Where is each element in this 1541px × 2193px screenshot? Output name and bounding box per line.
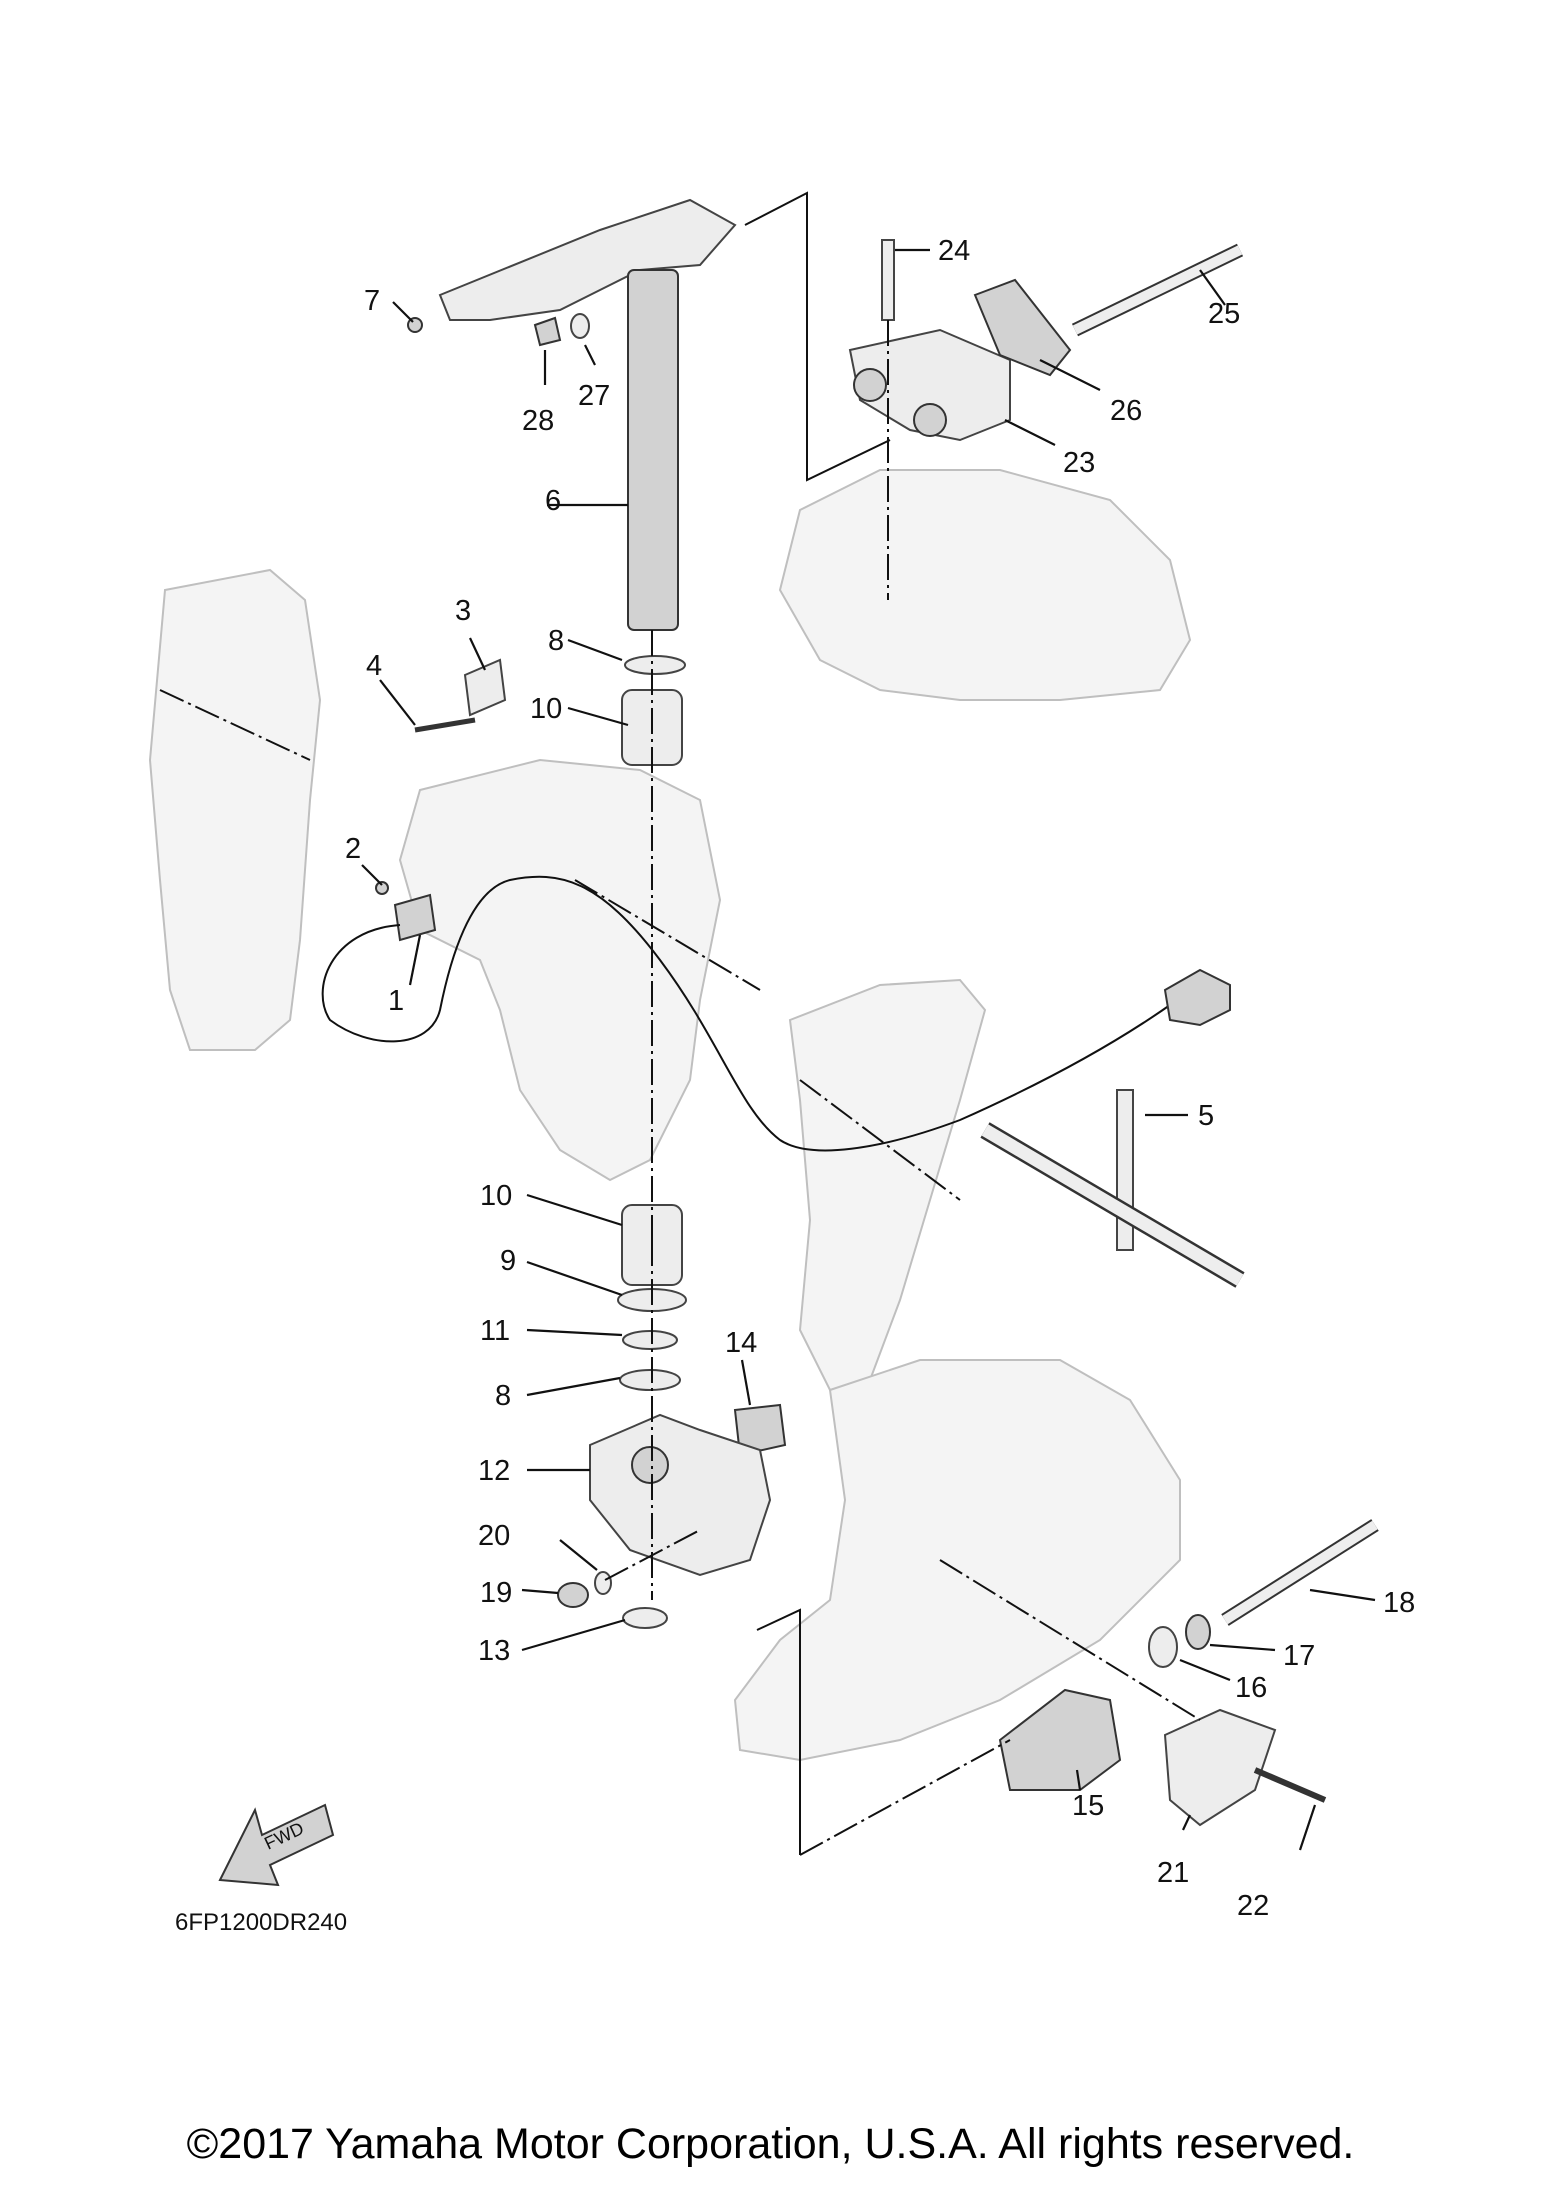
part-20-oring xyxy=(594,1571,612,1595)
callout-17: 17 xyxy=(1283,1640,1315,1672)
part-22-bolt xyxy=(1253,1767,1327,1803)
part-1-switch xyxy=(393,893,437,942)
part-2-screw xyxy=(375,881,389,895)
callout-10-upper: 10 xyxy=(530,693,562,725)
callout-9: 9 xyxy=(500,1245,516,1277)
callout-16: 16 xyxy=(1235,1672,1267,1704)
callout-13: 13 xyxy=(478,1635,510,1667)
part-13-ring xyxy=(622,1607,668,1629)
part-21-cover xyxy=(1163,1708,1277,1827)
callout-20: 20 xyxy=(478,1520,510,1552)
wire-connector xyxy=(1163,968,1231,1027)
callout-4: 4 xyxy=(366,650,382,682)
part-17-washer xyxy=(1185,1614,1211,1650)
steering-arm xyxy=(438,198,737,321)
part-1-wire xyxy=(321,875,1171,1152)
part-24-bolt xyxy=(881,239,895,321)
part-23-bracket xyxy=(848,328,1011,442)
callout-21: 21 xyxy=(1157,1857,1189,1889)
steering-shaft xyxy=(627,269,679,631)
callout-23: 23 xyxy=(1063,447,1095,479)
copyright-notice: ©2017 Yamaha Motor Corporation, U.S.A. A… xyxy=(186,2120,1355,2168)
callout-18: 18 xyxy=(1383,1587,1415,1619)
part-28-cap xyxy=(533,316,562,347)
callout-11: 11 xyxy=(480,1315,510,1347)
parts xyxy=(321,198,1379,1827)
callout-7: 7 xyxy=(364,285,380,317)
chain-lines xyxy=(159,191,1201,1856)
callout-8-upper: 8 xyxy=(548,625,564,657)
part-8-washer-lower xyxy=(619,1369,681,1391)
callout-26: 26 xyxy=(1110,395,1142,427)
callout-3: 3 xyxy=(455,595,471,627)
callout-22: 22 xyxy=(1237,1890,1269,1922)
callout-15: 15 xyxy=(1072,1790,1104,1822)
callout-8-lower: 8 xyxy=(495,1380,511,1412)
callout-10-lower: 10 xyxy=(480,1180,512,1212)
callout-28: 28 xyxy=(522,405,554,437)
callout-12: 12 xyxy=(478,1455,510,1487)
part-3-clip xyxy=(463,658,507,717)
part-26-plate xyxy=(973,278,1072,377)
callout-6: 6 xyxy=(545,485,561,517)
callout-14: 14 xyxy=(725,1327,757,1359)
callout-27: 27 xyxy=(578,380,610,412)
callout-5: 5 xyxy=(1198,1100,1214,1132)
callout-labels: 1 2 3 4 5 6 7 8 8 9 10 10 11 12 13 14 15… xyxy=(345,235,1415,1922)
callout-19: 19 xyxy=(480,1577,512,1609)
part-8-washer-upper xyxy=(624,655,686,675)
part-27-oring xyxy=(570,313,590,339)
leader-lines xyxy=(361,248,1376,1851)
callout-24: 24 xyxy=(938,235,970,267)
callout-2: 2 xyxy=(345,833,361,865)
part-14-block xyxy=(733,1403,787,1457)
diagram-code: 6FP1200DR240 xyxy=(175,1909,347,1936)
part-4-pin xyxy=(414,717,476,733)
callout-1: 1 xyxy=(388,985,404,1017)
part-15-mount xyxy=(998,1688,1122,1791)
part-11-ring xyxy=(622,1330,678,1350)
fwd-arrow: FWD xyxy=(218,1803,335,1887)
part-16-washer xyxy=(1148,1626,1178,1668)
callout-25: 25 xyxy=(1208,298,1240,330)
ghost-housings xyxy=(148,469,1192,1762)
part-19-cap xyxy=(557,1582,589,1608)
